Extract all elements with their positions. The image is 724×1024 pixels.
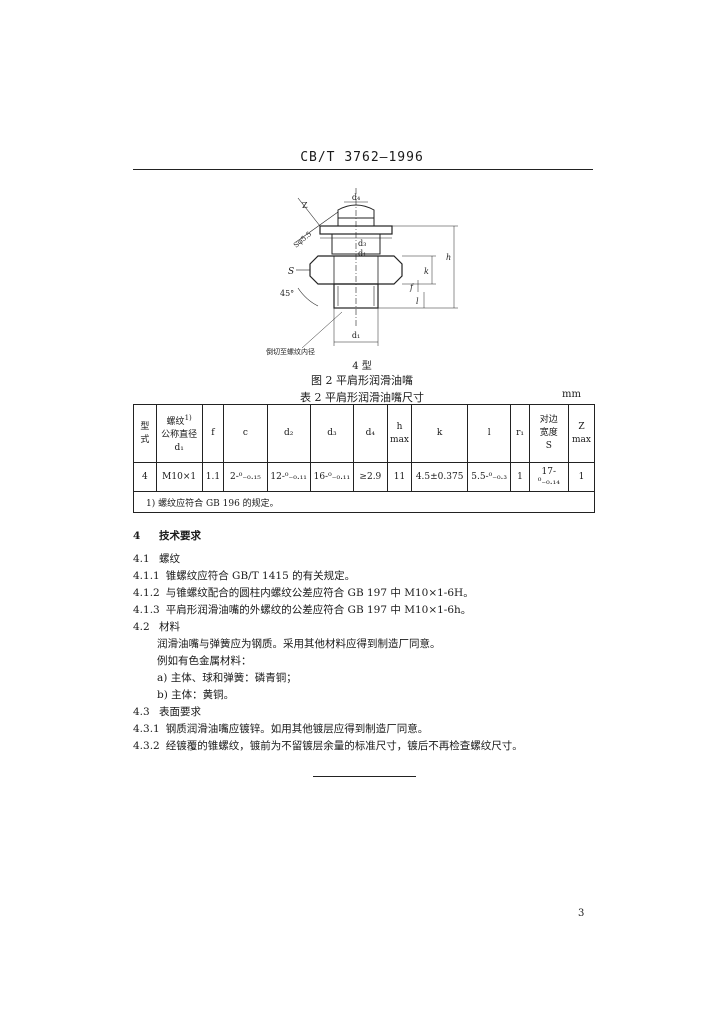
cell-h: 11 xyxy=(386,462,413,492)
label-l: l xyxy=(416,297,419,306)
list-item: a) 主体、球和弹簧：磷青铜； xyxy=(157,672,297,684)
document-header: CB/T 3762—1996 xyxy=(300,150,424,165)
label-bottom-d1: d₁ xyxy=(352,331,360,340)
table-row: 4 M10×1 1.1 2-⁰₋₀.₁₅ 12-⁰₋₀.₁₁ 16-⁰₋₀.₁₁… xyxy=(133,462,596,492)
header-d3: d₃ xyxy=(309,404,355,463)
header-thread: 螺纹1) 公称直径 d₁ xyxy=(155,404,203,463)
cell-d3: 16-⁰₋₀.₁₁ xyxy=(309,462,355,492)
paragraph: 例如有色金属材料： xyxy=(157,655,252,667)
cell-s: 17-⁰₋₀.₁₄ xyxy=(528,462,569,492)
cell-d4: ≥2.9 xyxy=(353,462,388,492)
label-d3: d₃ xyxy=(358,239,366,248)
table-note-row: 1) 螺纹应符合 GB 196 的规定。 xyxy=(133,491,595,513)
paragraph: 润滑油嘴与弹簧应为钢质。采用其他材料应得到制造厂同意。 xyxy=(157,638,441,650)
label-note: 倒切至螺纹内径 xyxy=(266,347,315,356)
nipple-technical-drawing: d₄ d₃ Z Sφ5.5 d₁ S 45° h k f l d₁ 倒切至螺纹内… xyxy=(266,188,458,356)
page-number: 3 xyxy=(578,908,585,919)
label-s: S xyxy=(288,267,294,277)
hex-outline xyxy=(309,255,403,285)
label-z: Z xyxy=(302,201,308,210)
cell-f: 1.1 xyxy=(201,462,225,492)
table-unit: mm xyxy=(562,389,581,400)
header-k: k xyxy=(411,404,468,463)
cell-d2: 12-⁰₋₀.₁₁ xyxy=(266,462,311,492)
dimensions-table: 型式 螺纹1) 公称直径 d₁ f c d₂ d₃ d₄ h max k l r… xyxy=(133,404,596,513)
header-f: f xyxy=(201,404,225,463)
cell-r1: 1 xyxy=(510,462,530,492)
end-rule xyxy=(313,776,416,777)
header-c: c xyxy=(223,404,268,463)
cell-k: 4.5±0.375 xyxy=(411,462,468,492)
cell-c: 2-⁰₋₀.₁₅ xyxy=(223,462,268,492)
header-type: 型式 xyxy=(133,404,157,463)
label-d1: d₁ xyxy=(358,249,366,258)
label-k: k xyxy=(424,267,429,276)
header-rule xyxy=(133,169,593,170)
header-r1: r₁ xyxy=(510,404,530,463)
table-header-row: 型式 螺纹1) 公称直径 d₁ f c d₂ d₃ d₄ h max k l r… xyxy=(133,404,596,463)
header-l: l xyxy=(466,404,512,463)
list-item: b) 主体：黄铜。 xyxy=(157,689,235,701)
table-caption: 表 2 平肩形润滑油嘴尺寸 xyxy=(300,391,424,404)
header-h: h max xyxy=(386,404,413,463)
cell-z: 1 xyxy=(567,462,596,492)
cell-thread: M10×1 xyxy=(155,462,203,492)
body-outline xyxy=(331,233,381,255)
label-h: h xyxy=(446,253,451,262)
label-sphere: Sφ5.5 xyxy=(292,230,313,250)
header-s: 对边 宽度 S xyxy=(528,404,569,463)
cell-l: 5.5-⁰₋₀.₃ xyxy=(466,462,512,492)
cap-outline xyxy=(337,204,375,218)
label-d4: d₄ xyxy=(352,193,360,202)
header-z: Z max xyxy=(567,404,596,463)
neck-outline xyxy=(337,217,375,227)
figure-type-label: 4 型 xyxy=(352,361,372,372)
table-note: 1) 螺纹应符合 GB 196 的规定。 xyxy=(133,491,595,513)
header-d4: d₄ xyxy=(353,404,388,463)
figure-caption: 图 2 平肩形润滑油嘴 xyxy=(311,374,413,387)
cell-type: 4 xyxy=(133,462,157,492)
label-angle: 45° xyxy=(280,289,294,298)
header-d2: d₂ xyxy=(266,404,311,463)
label-f: f xyxy=(409,283,415,292)
